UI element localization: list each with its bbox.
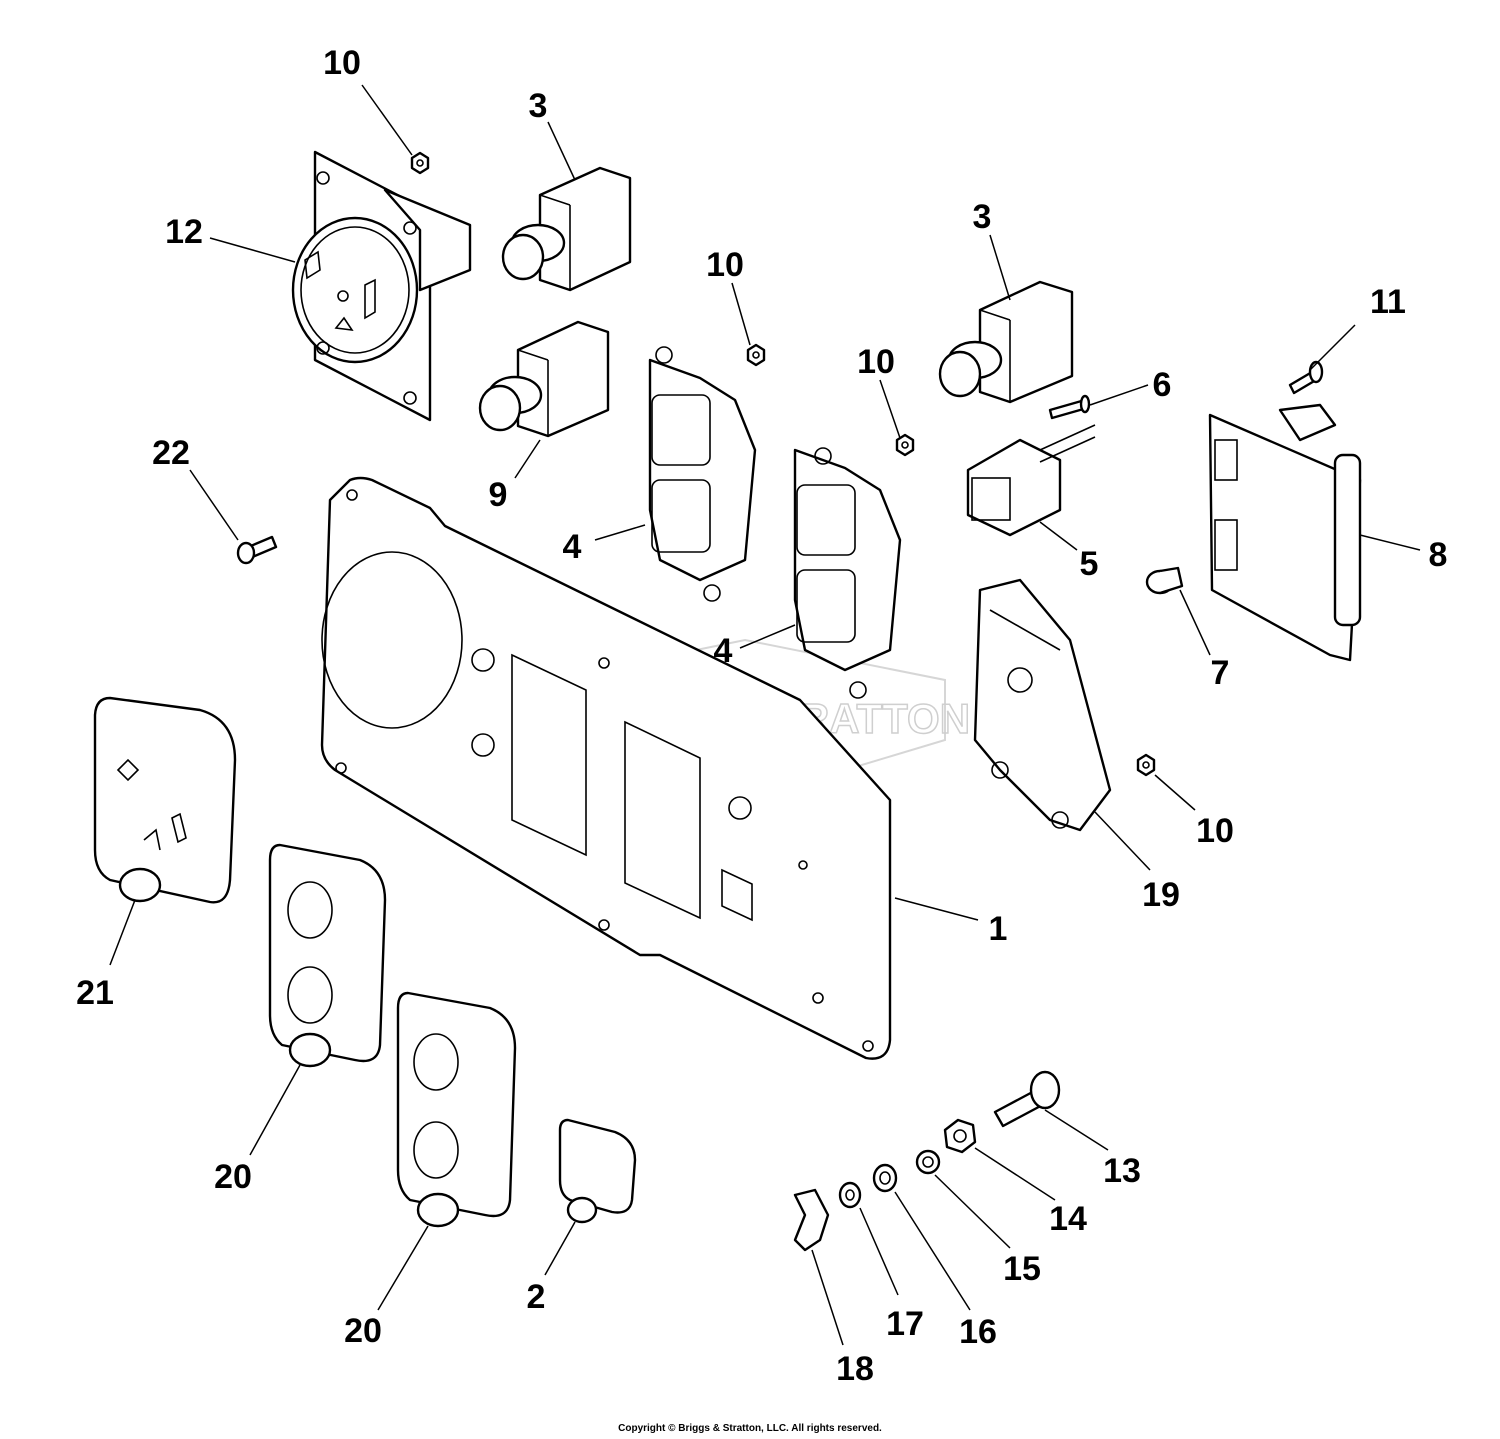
callout-4: 4 [563, 528, 582, 566]
leader-lines [109, 84, 1421, 1346]
screw-22[interactable] [236, 535, 278, 565]
callout-17: 17 [886, 1305, 924, 1343]
hex-nut-14[interactable] [943, 1118, 977, 1154]
receptacle-cover-20-upper[interactable] [268, 843, 387, 1068]
nut-10d[interactable] [1136, 753, 1156, 777]
washer-17[interactable] [838, 1181, 862, 1209]
inverter-circuit-board[interactable] [1208, 403, 1362, 662]
callout-1: 1 [989, 910, 1008, 948]
usb-module[interactable] [966, 424, 1096, 537]
callout-9: 9 [489, 476, 508, 514]
callout-2: 2 [527, 1278, 546, 1316]
callout-15: 15 [1003, 1250, 1041, 1288]
mounting-bracket[interactable] [973, 578, 1112, 832]
flat-washer-16[interactable] [872, 1163, 898, 1193]
callout-11: 11 [1370, 283, 1406, 321]
callout-14: 14 [1049, 1200, 1087, 1238]
nut-10b[interactable] [746, 343, 766, 367]
usb-cover[interactable] [558, 1118, 637, 1224]
callout-20: 20 [214, 1158, 252, 1196]
callout-3: 3 [973, 198, 992, 236]
nut-10a[interactable] [410, 151, 430, 175]
callout-10: 10 [1196, 812, 1234, 850]
nut-10c[interactable] [895, 433, 915, 457]
callout-10: 10 [323, 44, 361, 82]
callout-3: 3 [529, 87, 548, 125]
wing-nut-18[interactable] [793, 1188, 830, 1252]
callout-10: 10 [706, 246, 744, 284]
callout-5: 5 [1080, 545, 1099, 583]
callout-16: 16 [959, 1313, 997, 1351]
callout-7: 7 [1211, 654, 1230, 692]
circuit-breaker-upper[interactable] [501, 166, 632, 292]
callout-13: 13 [1103, 1152, 1141, 1190]
twist-lock-receptacle[interactable] [291, 150, 472, 422]
bolt-13[interactable] [993, 1070, 1061, 1128]
plug-7[interactable] [1145, 566, 1184, 595]
screw-6[interactable] [1048, 394, 1091, 420]
callout-12: 12 [165, 213, 203, 251]
circuit-breaker-right[interactable] [938, 280, 1074, 404]
lock-washer-15[interactable] [915, 1149, 941, 1175]
callout-4: 4 [714, 632, 733, 670]
callout-19: 19 [1142, 876, 1180, 914]
callout-20: 20 [344, 1312, 382, 1350]
callout-8: 8 [1429, 536, 1448, 574]
callout-10: 10 [857, 343, 895, 381]
callout-labels: 10 3 12 10 3 11 10 6 22 9 4 5 8 4 7 10 1… [76, 44, 1447, 1388]
control-panel-plate[interactable] [320, 476, 892, 1060]
callout-18: 18 [836, 1350, 874, 1388]
copyright-notice: Copyright © Briggs & Stratton, LLC. All … [618, 1423, 882, 1434]
circuit-breaker-9[interactable] [478, 320, 610, 438]
callout-21: 21 [76, 974, 114, 1012]
duplex-receptacle-b[interactable] [793, 447, 902, 699]
callout-6: 6 [1153, 366, 1172, 404]
duplex-receptacle-a[interactable] [648, 346, 757, 602]
screw-11[interactable] [1288, 360, 1324, 395]
callout-22: 22 [152, 434, 190, 472]
receptacle-cover-20-lower[interactable] [396, 991, 517, 1228]
receptacle-cover-21[interactable] [93, 696, 237, 904]
